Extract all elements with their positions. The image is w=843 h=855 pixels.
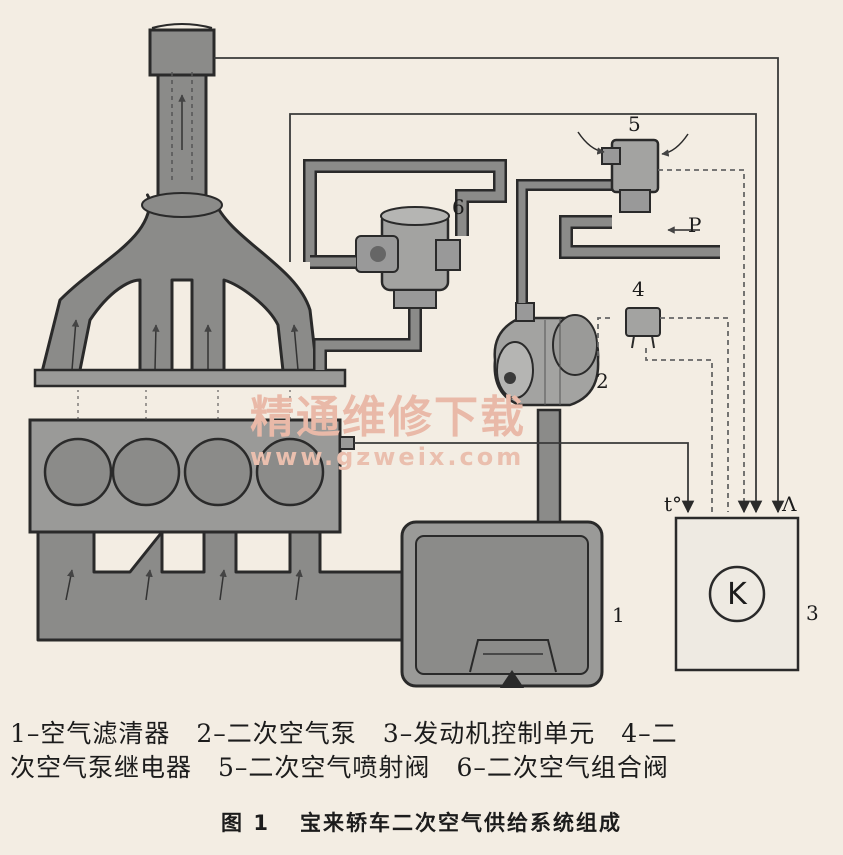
label-injection-valve: 5 — [628, 112, 641, 136]
legend-item-relay-start: 4–二 — [621, 719, 678, 748]
legend-line-2: 次空气泵继电器 5–二次空气喷射阀 6–二次空气组合阀 — [10, 751, 836, 785]
label-pressure: P — [688, 213, 701, 237]
engine-control-unit — [674, 516, 800, 672]
intake-manifold — [36, 530, 410, 642]
combination-valve — [355, 206, 461, 309]
legend-item-relay-end: 次空气泵继电器 — [10, 753, 193, 782]
label-secondary-air-pump: 2 — [596, 369, 609, 393]
figure-caption: 图 1 宝来轿车二次空气供给系统组成 — [0, 807, 843, 837]
control-wiring — [597, 169, 751, 514]
label-combination-valve: 6 — [452, 195, 465, 219]
label-engine-control-unit: 3 — [806, 601, 819, 625]
exhaust-manifold — [38, 23, 320, 382]
legend-line-1: 1–空气滤清器 2–二次空气泵 3–发动机控制单元 4–二 — [10, 717, 836, 751]
watermark-text: 精通维修下载 — [250, 392, 526, 443]
engine-block — [28, 390, 355, 534]
secondary-air-rail — [33, 305, 422, 388]
injection-valve — [577, 131, 689, 213]
figure-number: 图 1 — [221, 811, 270, 835]
secondary-air-pump — [493, 302, 600, 407]
pump-relay — [625, 307, 661, 349]
legend-item-secondary-air-pump: 2–二次空气泵 — [196, 719, 357, 748]
legend-item-air-filter: 1–空气滤清器 — [10, 719, 171, 748]
legend-item-combination-valve: 6–二次空气组合阀 — [456, 753, 669, 782]
label-temperature: t° — [664, 492, 682, 516]
air-filter — [400, 520, 604, 688]
ecu-k-symbol: K — [727, 577, 748, 612]
watermark-url: www.gzweix.com — [250, 443, 524, 471]
system-diagram: 精通维修下载 www.gzweix.com 1 2 3 4 5 6 P t° Λ… — [28, 23, 819, 688]
signal-wiring — [214, 57, 785, 514]
legend-item-engine-control-unit: 3–发动机控制单元 — [382, 719, 596, 748]
figure-title: 宝来轿车二次空气供给系统组成 — [299, 811, 622, 835]
legend-item-injection-valve: 5–二次空气喷射阀 — [218, 753, 431, 782]
label-air-filter: 1 — [612, 603, 625, 627]
label-pump-relay: 4 — [632, 277, 645, 301]
label-lambda: Λ — [781, 492, 797, 516]
